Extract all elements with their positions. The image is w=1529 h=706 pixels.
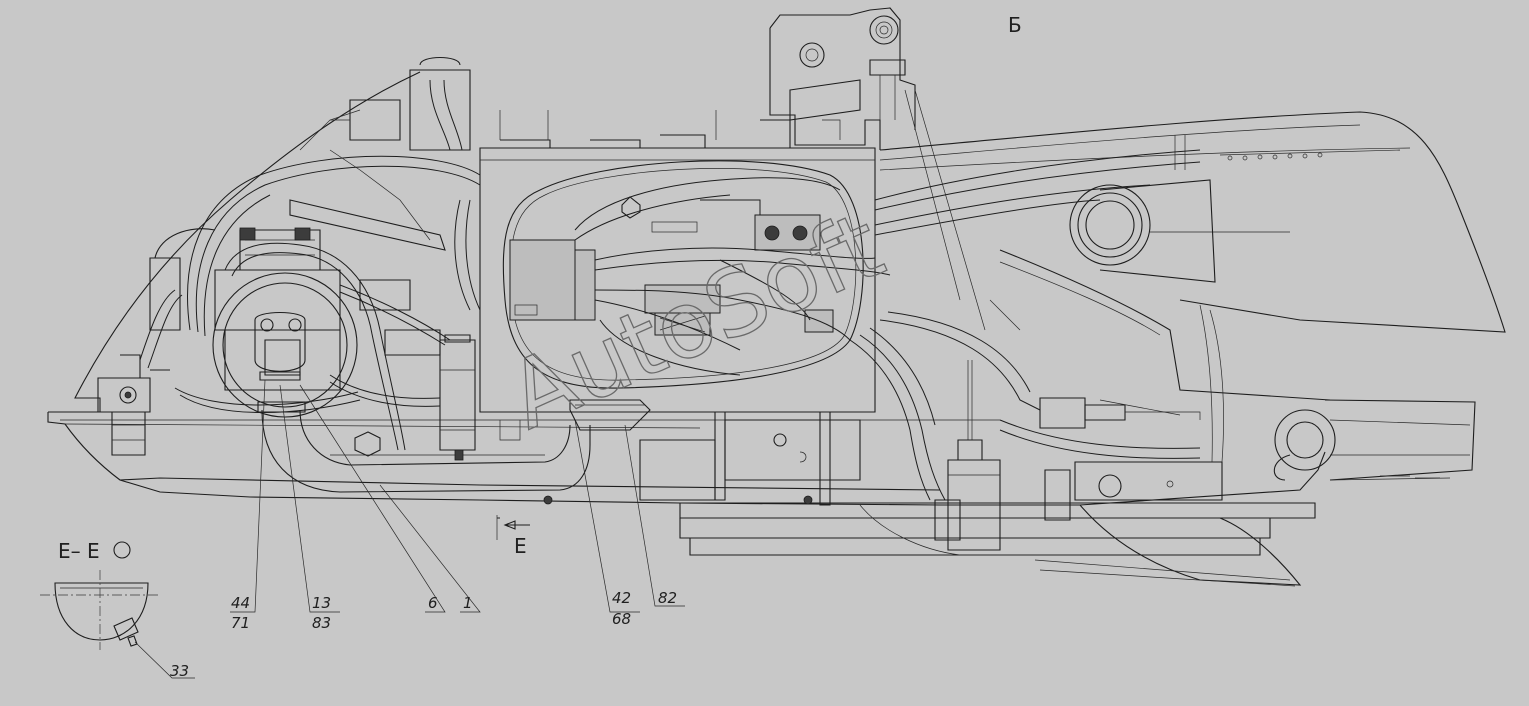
callout-42: 42 [612,589,631,607]
row-of-bolts [1227,152,1323,161]
watermark: AutoSoft [493,192,897,450]
callout-82: 82 [658,589,677,607]
callouts: 44 71 13 83 6 1 42 68 82 33 [170,589,677,680]
section-title: Е– Е [58,539,100,563]
section-arrow [496,515,530,540]
callout-44: 44 [231,594,250,612]
callout-13: 13 [312,594,331,612]
hose-bundles [174,56,1224,551]
rear-arm [879,111,1506,481]
callout-6: 6 [428,594,438,612]
callout-33: 33 [170,662,189,680]
section-inset: Е– Е [40,539,195,679]
hull-outline [47,71,1326,587]
control-box [479,110,891,431]
callout-71: 71 [231,614,250,632]
pivot-bushing-upper [1069,184,1290,266]
callout-83: 83 [312,614,331,632]
upper-tower [769,7,986,331]
pivot-bushing-lower [1273,409,1336,481]
lower-base-details [354,411,861,506]
view-label-b: Б [1008,13,1022,37]
leader-lines [230,379,685,613]
callout-68: 68 [612,610,631,628]
filter-unit [97,289,183,456]
section-arrow-letter: Е [514,534,527,558]
callout-1: 1 [463,594,473,612]
